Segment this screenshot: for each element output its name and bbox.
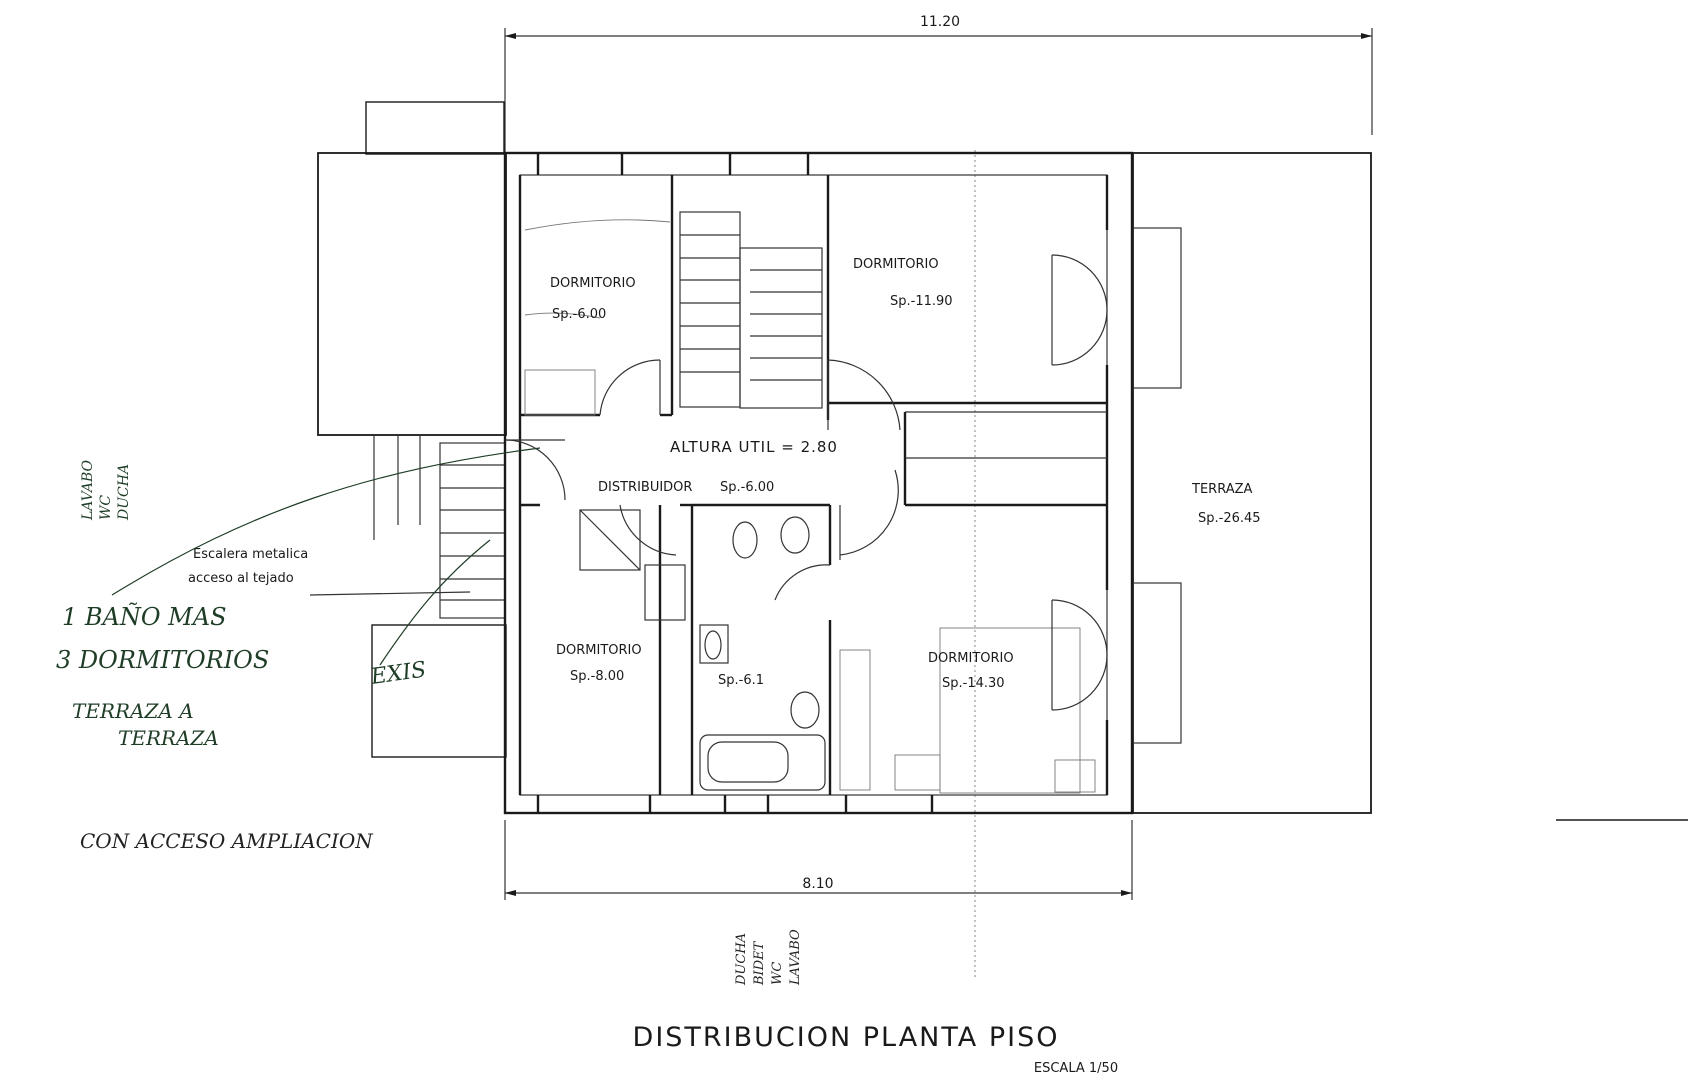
handwritten-vertical-left-3: DUCHA — [116, 464, 132, 521]
handwritten-line2: 3 DORMITORIOS — [56, 646, 269, 674]
room-name-distribuidor: DISTRIBUIDOR — [598, 480, 692, 495]
room-area-dormitorio-small: Sp.-6.00 — [552, 307, 606, 322]
room-area-bano: Sp.-6.1 — [718, 673, 764, 688]
room-name-dormitorio-small: DORMITORIO — [550, 276, 636, 291]
room-name-dormitorio-north: DORMITORIO — [853, 257, 939, 272]
dimension-bottom: 8.10 — [504, 820, 1133, 900]
handwritten-bottom-note: CON ACCESO AMPLIACION — [80, 829, 374, 853]
handwritten-line3: TERRAZA A — [72, 699, 194, 723]
dimension-bottom-label: 8.10 — [802, 876, 833, 892]
plan-title: DISTRIBUCION PLANTA PISO — [633, 1022, 1060, 1053]
stair-note-line1: Escalera metalica — [193, 547, 308, 562]
room-area-dormitorio-north: Sp.-11.90 — [890, 294, 953, 309]
door-swings — [504, 254, 1108, 711]
room-name-dormitorio-sw: DORMITORIO — [556, 643, 642, 658]
room-area-dormitorio-se: Sp.-14.30 — [942, 676, 1005, 691]
handwritten-stair-stroke — [379, 539, 491, 666]
dimension-top: 11.20 — [504, 14, 1373, 155]
room-area-dormitorio-sw: Sp.-8.00 — [570, 669, 624, 684]
height-note: ALTURA UTIL = 2.80 — [670, 438, 838, 456]
room-name-terraza: TERRAZA — [1191, 482, 1252, 497]
stair-leader-line — [309, 591, 471, 596]
handwritten-vertical-left-1: LAVABO — [80, 459, 96, 521]
handwritten-vertical-left-2: WC — [98, 495, 114, 520]
room-name-dormitorio-se: DORMITORIO — [928, 651, 1014, 666]
handwritten-stair-note: EXIS — [368, 657, 427, 690]
interior-walls — [518, 175, 1107, 795]
plan-scale: ESCALA 1/50 — [1034, 1061, 1118, 1076]
handwritten-line4: TERRAZA — [118, 726, 219, 750]
handwritten-bottom-vertical-4: LAVABO — [788, 929, 803, 986]
dimension-top-label: 11.20 — [920, 14, 960, 30]
handwritten-bottom-vertical-3: WC — [770, 962, 785, 985]
handwritten-line1: 1 BAÑO MAS — [62, 601, 227, 631]
room-area-distribuidor: Sp.-6.00 — [720, 480, 774, 495]
handwritten-curve — [111, 447, 541, 596]
stair-note-line2: acceso al tejado — [188, 571, 294, 586]
room-area-terraza: Sp.-26.45 — [1198, 511, 1261, 526]
handwritten-bottom-vertical-2: BIDET — [752, 940, 767, 986]
handwritten-bottom-vertical-1: DUCHA — [734, 933, 749, 986]
